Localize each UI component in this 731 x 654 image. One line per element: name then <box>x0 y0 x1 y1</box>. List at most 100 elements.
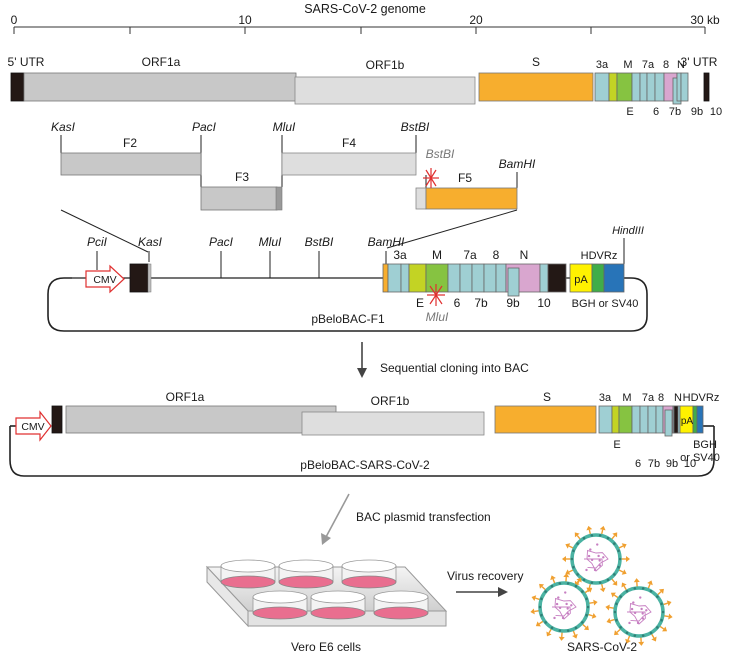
scale-tick-label: 30 kb <box>690 13 720 27</box>
fragments-panel: KasI PacI MluI BstBI BstBI BamHI F2 F3 F… <box>51 120 536 253</box>
gene-label: E <box>626 106 633 118</box>
utr3-block <box>703 72 710 102</box>
bac2-gene-cassette <box>598 405 704 437</box>
step2-label: BAC plasmid transfection <box>356 510 491 524</box>
gene-label: 7b <box>648 458 660 470</box>
gene-label: 7a <box>642 59 655 71</box>
well <box>341 559 397 589</box>
gene-label: 8 <box>658 392 664 404</box>
virion-icon <box>562 525 630 593</box>
bac1-cmv-label: CMV <box>93 274 116 286</box>
cmv-promoter-arrow-icon <box>15 410 52 442</box>
well <box>373 590 429 620</box>
bac1-name: pBeloBAC-F1 <box>311 312 385 326</box>
orf1a-label: ORF1a <box>142 55 181 69</box>
well <box>252 590 308 620</box>
well <box>220 559 276 589</box>
fragment-f3-end <box>275 186 283 211</box>
s-label: S <box>532 55 540 69</box>
bac-full-panel: CMV ORF1a ORF1b S 3a M 7a 8 N E <box>9 390 720 477</box>
bac2-name: pBeloBAC-SARS-CoV-2 <box>300 458 430 472</box>
gene-label: 7b <box>669 106 681 118</box>
gene-label: 7a <box>463 248 477 262</box>
fragment-f5-orf1b-part <box>415 187 427 210</box>
bac-full-backbone <box>9 426 715 477</box>
s-block <box>478 72 594 102</box>
gene-label: 10 <box>684 458 696 470</box>
gene-label: 3a <box>596 59 609 71</box>
bac-f1-backbone <box>47 277 648 332</box>
step2-arrow <box>325 493 350 538</box>
site-label-bamhi: BamHI <box>499 157 536 171</box>
genome-title: SARS-CoV-2 genome <box>304 2 426 16</box>
virus-label: SARS-CoV-2 <box>567 640 637 654</box>
virions <box>530 525 673 646</box>
bac1-hdvrz-label: HDVRz <box>581 250 618 262</box>
gene-label: M <box>622 392 631 404</box>
mutation-x-icon <box>423 168 439 188</box>
utr3-label: 3' UTR <box>681 55 718 69</box>
gene-label: 10 <box>537 296 551 310</box>
bac1-mutated-mlui-label: MluI <box>426 310 449 324</box>
bac1-gene-cassette <box>382 263 625 297</box>
fragment-f2 <box>60 152 202 176</box>
bac2-s-label: S <box>543 390 551 404</box>
mlui-mutation-x-icon <box>427 284 445 306</box>
gene-label: E <box>613 439 620 451</box>
bac2-hdvrz-label: HDVRz <box>683 392 720 404</box>
site-label-mlui: MluI <box>273 120 296 134</box>
bac1-site-paci: PacI <box>209 235 234 249</box>
gene-label: 8 <box>663 59 669 71</box>
gene-label: 3a <box>393 248 407 262</box>
scale-tick-label: 10 <box>238 13 252 27</box>
orf1a-block <box>23 72 297 102</box>
bac1-site-pcii: PciI <box>87 235 108 249</box>
bac1-pa-label: pA <box>574 274 588 286</box>
gene-label: 3a <box>599 392 612 404</box>
bac2-utr5-block <box>51 405 63 434</box>
bac1-orf1a-start <box>147 263 152 293</box>
gene-label: E <box>416 296 424 310</box>
fragment-f5 <box>425 187 518 210</box>
orf1b-block <box>294 76 476 105</box>
step1-label: Sequential cloning into BAC <box>380 361 529 375</box>
bac2-pa-label: pA <box>681 416 694 427</box>
cells-label: Vero E6 cells <box>291 640 361 654</box>
bac2-orf1a-block <box>65 405 337 434</box>
bac2-orf1b-label: ORF1b <box>371 394 410 408</box>
fragment-label-f2: F2 <box>123 136 137 150</box>
gene-label: 7b <box>474 296 488 310</box>
well <box>278 559 334 589</box>
virion-icon <box>605 578 673 646</box>
virion-icon <box>530 573 598 641</box>
bac1-site-kasi: KasI <box>138 235 163 249</box>
bac1-site-bamhi: BamHI <box>368 235 405 249</box>
gene-label: 6 <box>454 296 461 310</box>
bac2-orf1a-label: ORF1a <box>166 390 205 404</box>
wells <box>220 559 429 620</box>
genome-scale-ticks <box>13 27 706 34</box>
gene-label: M <box>432 248 442 262</box>
gene-label: 6 <box>635 458 641 470</box>
fragment-f3 <box>200 186 278 211</box>
fragment-label-f5: F5 <box>458 171 472 185</box>
gene-label: M <box>623 59 632 71</box>
fragment-f4 <box>281 152 417 176</box>
bac2-s-block <box>494 405 597 434</box>
site-label-paci: PacI <box>192 120 217 134</box>
fragment-label-f4: F4 <box>342 136 356 150</box>
bac1-site-bstbi: BstBI <box>305 235 334 249</box>
bac2-orf1b-block <box>301 411 485 436</box>
bac2-bgh-label: BGH <box>693 439 717 451</box>
insert-guide-line-left <box>60 209 149 253</box>
bac-f1-panel: PciI KasI PacI MluI BstBI BamHI HindIII … <box>47 225 648 332</box>
gene-label: 9b <box>666 458 678 470</box>
orf1b-label: ORF1b <box>366 58 405 72</box>
site-label-bstbi-mutated: BstBI <box>426 147 455 161</box>
genome-panel: SARS-CoV-2 genome 0 10 20 30 kb 5' UTR O… <box>8 2 723 118</box>
gene-label: 6 <box>653 106 659 118</box>
well <box>310 590 366 620</box>
insert-guide-line-right <box>386 209 518 249</box>
bac1-utr5-block <box>129 263 149 293</box>
